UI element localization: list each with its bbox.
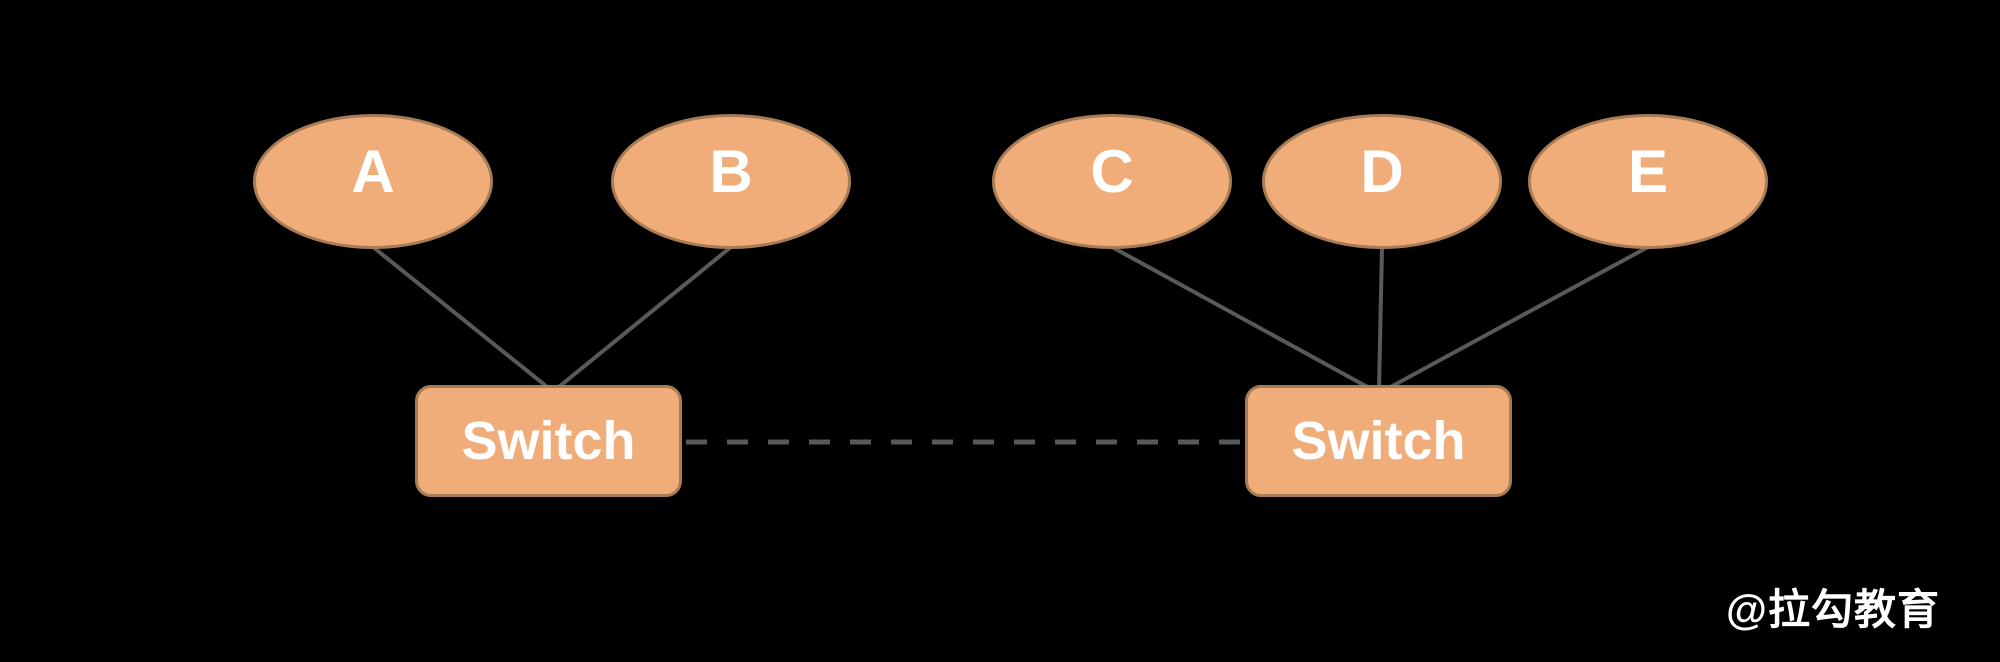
switch-node-1: Switch	[415, 385, 682, 497]
host-label-d: D	[1360, 138, 1404, 205]
host-label-c: C	[1090, 138, 1134, 205]
host-node-a: A	[253, 114, 493, 249]
switch-node-2: Switch	[1245, 385, 1512, 497]
host-label-a: A	[351, 138, 395, 205]
host-node-e: E	[1528, 114, 1768, 249]
host-node-d: D	[1262, 114, 1502, 249]
host-label-b: B	[709, 138, 753, 205]
link-hostD-switch2	[1377, 246, 1384, 391]
link-hostB-switch1	[553, 245, 733, 392]
link-hostC-switch2	[1111, 245, 1374, 392]
host-label-e: E	[1627, 138, 1669, 205]
switch-label-2: Switch	[1291, 411, 1466, 471]
switch-label-1: Switch	[461, 411, 636, 471]
link-hostE-switch2	[1384, 245, 1649, 392]
host-node-c: C	[992, 114, 1232, 249]
host-node-b: B	[611, 114, 851, 249]
watermark-text: @拉勾教育	[1726, 586, 1940, 633]
link-hostA-switch1	[371, 245, 553, 392]
